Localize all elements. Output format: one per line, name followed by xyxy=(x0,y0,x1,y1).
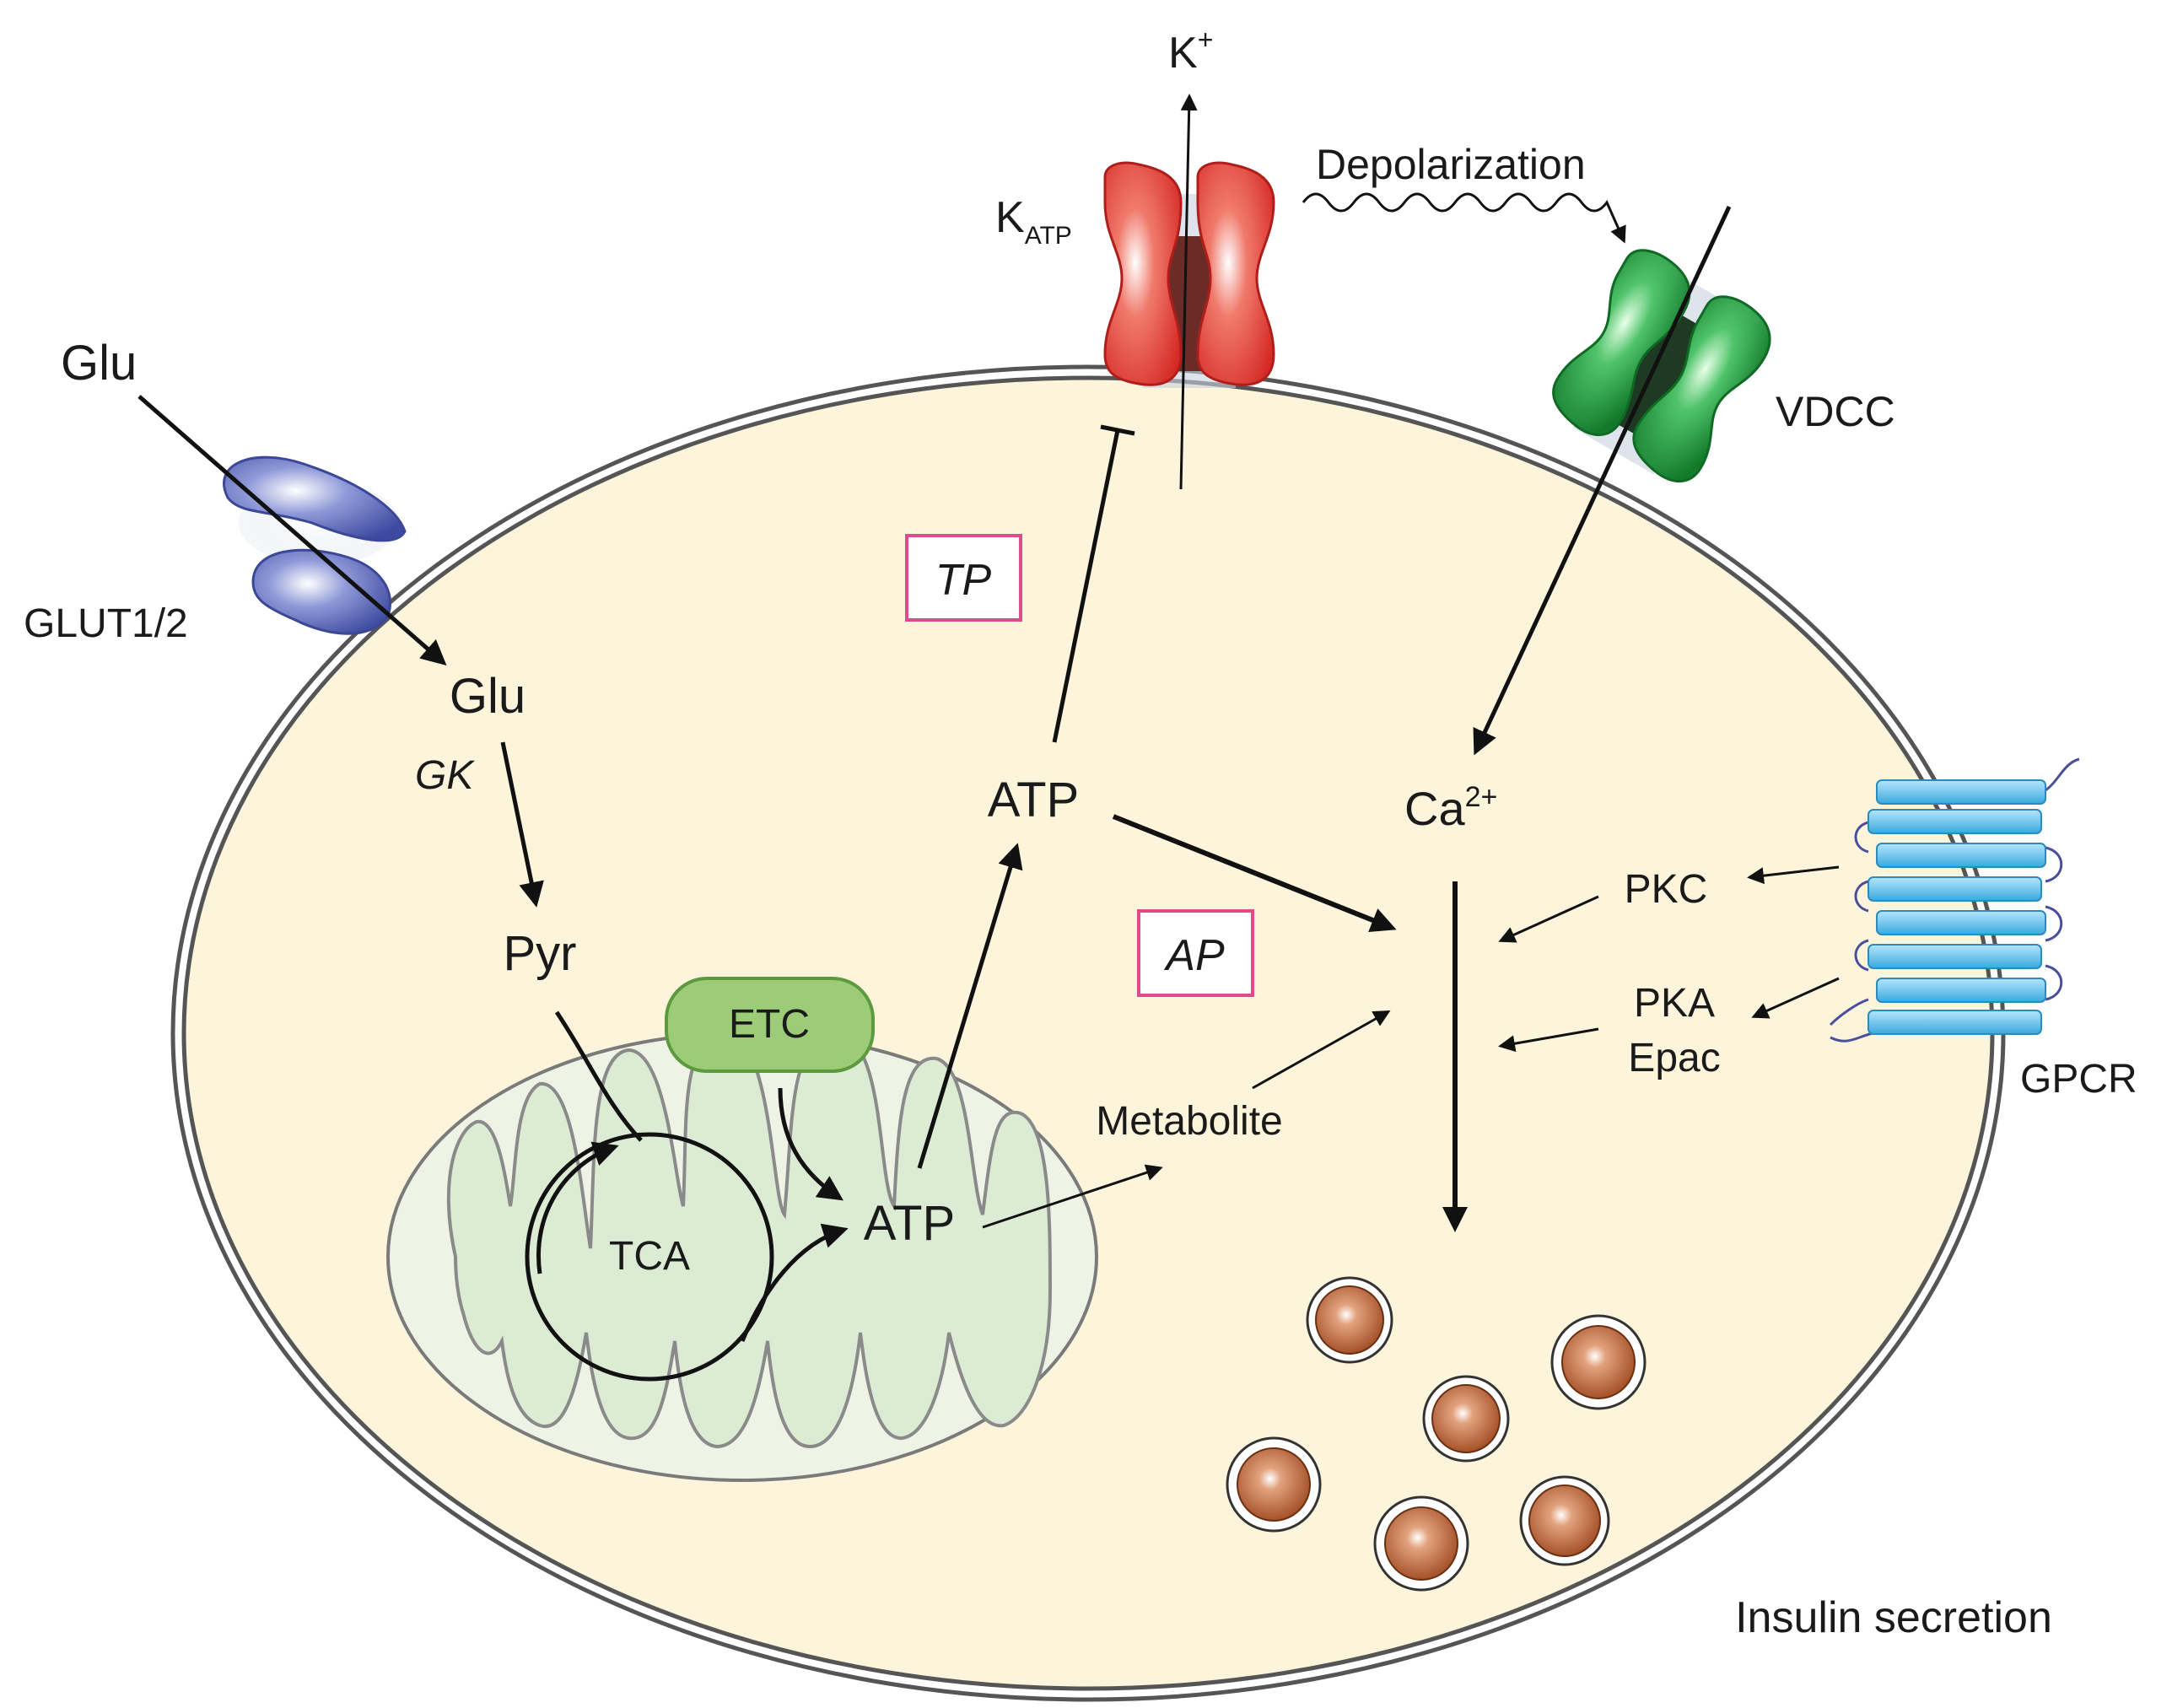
gpcr-label: GPCR xyxy=(2020,1057,2137,1102)
pka-label: PKA xyxy=(1634,981,1715,1026)
glu-to-pyr-arrow xyxy=(500,741,544,908)
vdcc-channel xyxy=(1552,249,1771,483)
pkc-label: PKC xyxy=(1625,867,1708,912)
gpcr-to-pkc-arrow xyxy=(1747,865,1840,885)
glut-label: GLUT1/2 xyxy=(24,601,188,646)
mitochondrion-cristae xyxy=(446,1031,1053,1449)
glucose-uptake-arrow xyxy=(137,395,447,665)
atp-cytosolic: ATP xyxy=(988,773,1080,827)
tp-label: TP xyxy=(935,556,992,605)
glut-transporter xyxy=(223,455,407,635)
k-efflux-arrow xyxy=(1179,94,1198,490)
inhibition-bar xyxy=(1100,424,1135,436)
atp-export-arrow xyxy=(917,843,1023,1169)
depolarization-label: Depolarization xyxy=(1316,141,1586,188)
insulin-granule xyxy=(1422,1375,1510,1463)
depolarization-wave-arrow xyxy=(1302,192,1626,244)
insulin-granule xyxy=(1306,1276,1393,1364)
k-ion-label: K+ xyxy=(1168,24,1213,78)
pka-to-secretion-arrow xyxy=(1498,1027,1599,1053)
glucose-intracellular: Glu xyxy=(450,669,525,724)
ap-label: AP xyxy=(1163,931,1225,980)
atp-inhibits-katp-line xyxy=(1052,429,1120,743)
gpcr-to-pka-arrow xyxy=(1751,977,1840,1019)
insulin-granules xyxy=(1226,1276,1647,1592)
atp-mitochondrial: ATP xyxy=(864,1196,956,1251)
etc-to-atp-arrow xyxy=(778,1087,843,1201)
tca-to-atp-arrow xyxy=(740,1223,849,1342)
atp-to-secretion-arrow xyxy=(1112,814,1397,933)
metabolite-to-secretion-arrow xyxy=(1252,1010,1391,1090)
etc-complex xyxy=(665,977,875,1073)
pyruvate-label: Pyr xyxy=(504,926,577,981)
insulin-granule xyxy=(1519,1475,1610,1566)
katp-label: KATP xyxy=(995,193,1072,250)
gpcr-receptor xyxy=(1829,757,2080,1043)
epac-label: Epac xyxy=(1628,1036,1720,1080)
tca-cycle xyxy=(525,1132,774,1382)
tca-cycle-arrow-top xyxy=(536,1141,619,1274)
insulin-granule xyxy=(1226,1436,1322,1533)
ca-influx-arrow xyxy=(1473,205,1732,756)
atp-to-metabolite-arrow xyxy=(982,1164,1163,1229)
tca-label: TCA xyxy=(609,1234,690,1279)
insulin-secretion-label: Insulin secretion xyxy=(1735,1593,2052,1642)
katp-channel xyxy=(1103,161,1275,388)
metabolite-label: Metabolite xyxy=(1096,1099,1282,1144)
tp-box xyxy=(905,534,1022,622)
calcium-label: Ca2+ xyxy=(1404,781,1497,835)
pkc-to-secretion-arrow xyxy=(1498,895,1599,943)
etc-label: ETC xyxy=(729,1002,810,1047)
gk-label: GK xyxy=(415,753,475,798)
vdcc-label: VDCC xyxy=(1776,388,1895,435)
insulin-granule xyxy=(1373,1495,1469,1592)
insulin-granule xyxy=(1550,1314,1647,1410)
pyr-to-tca-line xyxy=(554,1010,643,1142)
ap-box xyxy=(1137,909,1254,997)
glucose-extracellular: Glu xyxy=(61,336,137,391)
